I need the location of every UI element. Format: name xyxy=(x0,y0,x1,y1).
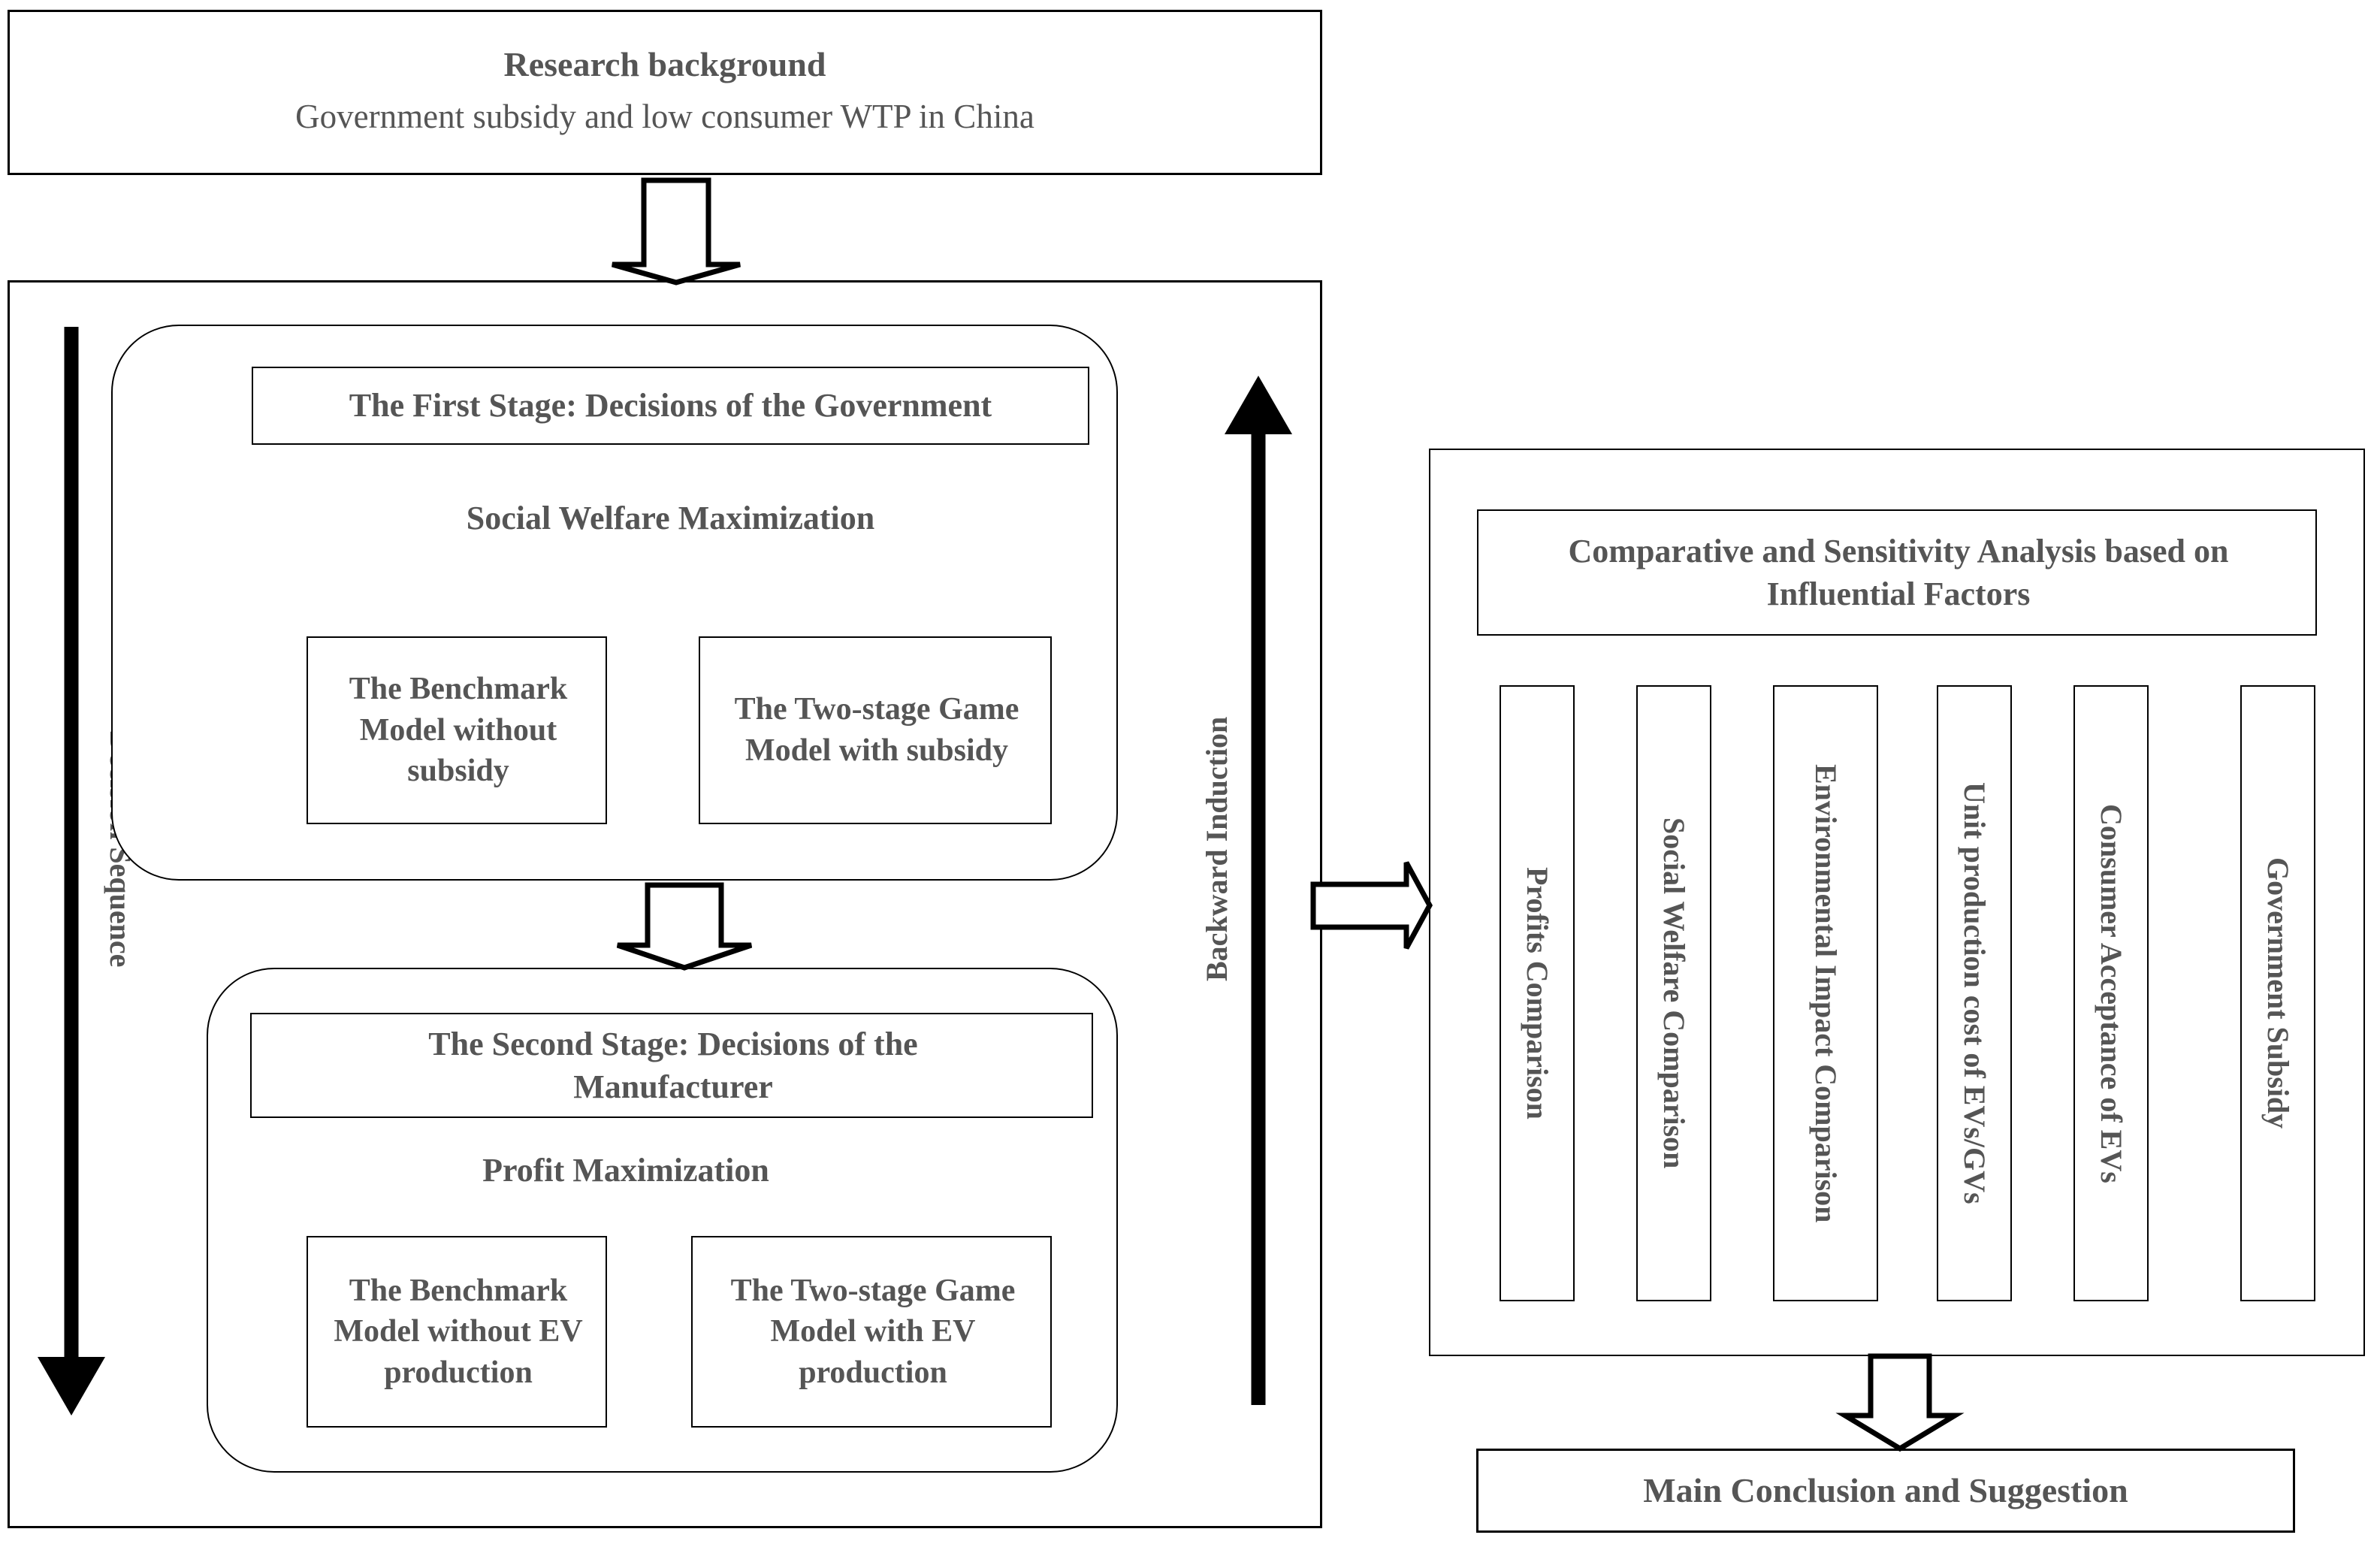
factor-column-1: Social Welfare Comparison xyxy=(1636,685,1711,1301)
stage-two-model-twostage-label: The Two-stage Game Model with EV product… xyxy=(730,1273,1016,1390)
stage-one-heading-box: The First Stage: Decisions of the Govern… xyxy=(252,367,1089,445)
stage-one-model-twostage-label: The Two-stage Game Model with subsidy xyxy=(734,692,1019,768)
stage-two-model-twostage: The Two-stage Game Model with EV product… xyxy=(691,1236,1052,1428)
research-background-box: Research background Government subsidy a… xyxy=(8,10,1322,175)
factor-label-4: Consumer Acceptance of EVs xyxy=(2095,803,2128,1183)
factor-column-4: Consumer Acceptance of EVs xyxy=(2073,685,2149,1301)
factor-column-3: Unit production cost of EVs/GVs xyxy=(1937,685,2012,1301)
main-conclusion-label: Main Conclusion and Suggestion xyxy=(1643,1471,2128,1510)
arrow-background-to-framework xyxy=(612,177,741,286)
analysis-heading-box: Comparative and Sensitivity Analysis bas… xyxy=(1477,509,2317,636)
research-background-subtitle: Government subsidy and low consumer WTP … xyxy=(295,98,1034,135)
stage-one-model-twostage: The Two-stage Game Model with subsidy xyxy=(699,636,1052,824)
stage-two-model-benchmark-label: The Benchmark Model without EV productio… xyxy=(334,1273,583,1390)
stage-two-heading: The Second Stage: Decisions of the Manuf… xyxy=(428,1025,918,1105)
stage-one-model-benchmark-label: The Benchmark Model without subsidy xyxy=(349,672,568,789)
research-background-title: Research background xyxy=(503,45,826,83)
factor-column-0: Profits Comparison xyxy=(1500,685,1575,1301)
factor-label-0: Profits Comparison xyxy=(1521,867,1554,1119)
stage-two-model-benchmark: The Benchmark Model without EV productio… xyxy=(307,1236,607,1428)
factor-label-5: Government Subsidy xyxy=(2261,857,2295,1129)
stage-one-objective: Social Welfare Maximization xyxy=(466,500,875,537)
factor-column-2: Environmental Impact Comparison xyxy=(1773,685,1878,1301)
factor-column-5: Government Subsidy xyxy=(2240,685,2315,1301)
factor-label-1: Social Welfare Comparison xyxy=(1657,817,1691,1169)
backward-induction-label: Backward Induction xyxy=(1200,716,1234,982)
analysis-heading: Comparative and Sensitivity Analysis bas… xyxy=(1568,532,2229,612)
factor-label-3: Unit production cost of EVs/GVs xyxy=(1958,782,1992,1204)
arrow-analysis-to-conclusion xyxy=(1835,1353,1965,1452)
stage-one-model-benchmark: The Benchmark Model without subsidy xyxy=(307,636,607,824)
main-conclusion-box: Main Conclusion and Suggestion xyxy=(1476,1449,2295,1533)
stage-two-heading-box: The Second Stage: Decisions of the Manuf… xyxy=(250,1013,1093,1118)
stage-two-objective: Profit Maximization xyxy=(482,1152,769,1189)
factor-label-2: Environmental Impact Comparison xyxy=(1809,763,1843,1223)
stage-one-heading: The First Stage: Decisions of the Govern… xyxy=(349,387,992,425)
arrow-framework-to-analysis xyxy=(1310,861,1433,950)
